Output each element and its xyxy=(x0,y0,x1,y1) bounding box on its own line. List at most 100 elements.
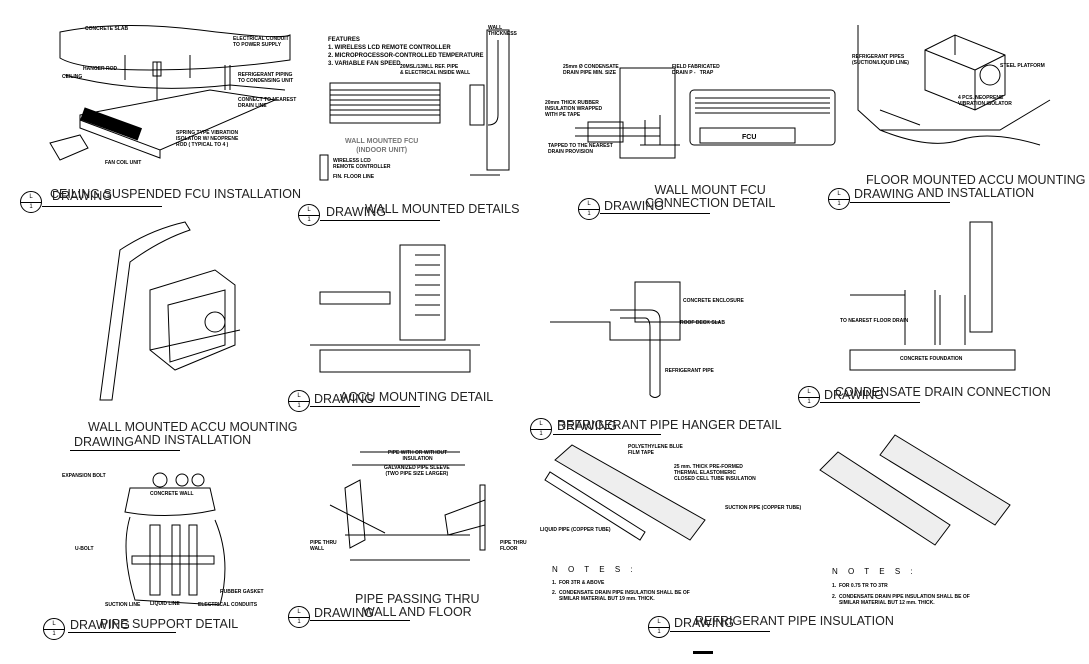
drawing-prefix: DRAWING xyxy=(74,435,134,449)
symbol-top: L xyxy=(837,191,841,197)
annotation: 25 mm. THICK PRE-FORMED THERMAL ELASTOME… xyxy=(674,464,756,482)
symbol-top: L xyxy=(52,621,56,627)
annotation: FAN COIL UNIT xyxy=(105,160,142,166)
annotation: FCU xyxy=(742,134,757,141)
annotation: HANGER ROD xyxy=(83,66,118,72)
drawing-prefix: DRAWING xyxy=(52,189,112,203)
symbol-bottom: 1 xyxy=(837,201,841,207)
annotation: RUBBER GASKET xyxy=(220,589,264,595)
detail-title: WALL MOUNT FCU CONNECTION DETAIL xyxy=(645,183,776,210)
annotation: 20MSL/13MLL REF. PIPE & ELECTRICAL INSID… xyxy=(400,64,471,76)
annotation: LIQUID PIPE (COPPER TUBE) xyxy=(540,527,611,533)
annotation: CONNECT TO NEAREST DRAIN LINE xyxy=(238,97,297,109)
annotation: REFRIGERANT PIPES (SUCTION/LIQUID LINE) xyxy=(852,54,909,66)
annotation: SUCTION LINE xyxy=(105,602,141,608)
symbol-top: L xyxy=(587,201,591,207)
annotation: CEILING xyxy=(62,74,83,80)
symbol-bottom: 1 xyxy=(307,217,311,223)
annotation: WIRELESS LCD REMOTE CONTROLLER xyxy=(333,158,391,170)
notes-heading: N O T E S : xyxy=(552,565,637,574)
symbol-bottom: 1 xyxy=(657,629,661,635)
pipe-thru-drawing xyxy=(329,451,486,561)
wall-mounted-fcu-drawing xyxy=(319,29,510,181)
note-item: 1. FOR 0.75 TR TO 3TR xyxy=(832,583,888,589)
symbol-bottom: 1 xyxy=(297,403,301,409)
annotation: TO NEAREST FLOOR DRAIN xyxy=(840,318,909,324)
condensate-drain-drawing xyxy=(849,221,1016,371)
detail-title: ACCU MOUNTING DETAIL xyxy=(340,390,494,404)
drawing-prefix: DRAWING xyxy=(604,199,664,213)
annotation: CONCRETE ENCLOSURE xyxy=(683,298,744,304)
symbol-top: L xyxy=(539,421,543,427)
detail-title: PIPE PASSING THRU WALL AND FLOOR xyxy=(355,592,480,619)
symbol-bottom: 1 xyxy=(807,399,811,405)
note-item: 2. CONDENSATE DRAIN PIPE INSULATION SHAL… xyxy=(552,590,690,602)
pipe-support-drawing xyxy=(124,472,226,606)
symbol-top: L xyxy=(297,609,301,615)
drawing-prefix: DRAWING xyxy=(854,187,914,201)
note-item: 2. CONDENSATE DRAIN PIPE INSULATION SHAL… xyxy=(832,594,970,606)
drawing-prefix: DRAWING xyxy=(314,606,374,620)
annotation: CONCRETE SLAB xyxy=(85,26,129,32)
annotation: GALVANIZED PIPE SLEEVE (TWO PIPE SIZE LA… xyxy=(384,465,450,477)
annotation: WALL THICKNESS xyxy=(488,25,517,37)
annotation: SUCTION PIPE (COPPER TUBE) xyxy=(725,505,802,511)
drawing-prefix: DRAWING xyxy=(70,618,130,632)
annotation: POLYETHYLENE BLUE FILM TAPE xyxy=(628,444,683,456)
symbol-bottom: 1 xyxy=(587,211,591,217)
symbol-bottom: 1 xyxy=(52,631,56,637)
detail-title: CEILING SUSPENDED FCU INSTALLATION xyxy=(50,187,301,201)
detail-title: REFRIGERANT PIPE INSULATION xyxy=(695,614,894,628)
pipe-insulation-drawing xyxy=(544,434,1011,546)
symbol-top: L xyxy=(807,389,811,395)
symbol-top: L xyxy=(297,393,301,399)
annotation: TAPPED TO THE NEAREST DRAIN PROVISION xyxy=(548,143,613,155)
pipe-hanger-drawing xyxy=(550,281,720,398)
annotation: SPRING TYPE VIBRATION ISOLATOR W/ NEOPRE… xyxy=(176,130,239,148)
drawing-prefix: DRAWING xyxy=(674,616,734,630)
drawing-prefix: DRAWING xyxy=(824,388,884,402)
annotation: FIN. FLOOR LINE xyxy=(333,174,375,180)
fcu-connection-drawing xyxy=(575,67,836,159)
symbol-bottom: 1 xyxy=(297,619,301,625)
detail-title: WALL MOUNTED ACCU MOUNTING AND INSTALLAT… xyxy=(88,420,298,447)
ceiling-fcu-drawing xyxy=(49,24,291,161)
drawing-prefix: DRAWING xyxy=(557,419,617,433)
detail-title: CONDENSATE DRAIN CONNECTION xyxy=(835,385,1051,399)
annotation: 4 PCS. NEOPRENE VIBRATION ISOLATOR xyxy=(958,95,1012,107)
note-item: 1. FOR 3TR & ABOVE xyxy=(552,580,605,586)
notes-heading: N O T E S : xyxy=(832,567,917,576)
annotation: 25mm Ø CONDENSATE DRAIN PIPE MIN. SIZE xyxy=(563,64,619,76)
annotation: FIELD FABRICATED DRAIN P - TRAP xyxy=(672,64,720,76)
annotation: EXPANSION BOLT xyxy=(62,473,106,479)
annotation: U-BOLT xyxy=(75,546,94,552)
detail-title: FLOOR MOUNTED ACCU MOUNTING AND INSTALLA… xyxy=(866,173,1086,200)
annotation: ELECTRICAL CONDUIT TO POWER SUPPLY xyxy=(233,36,289,48)
annotation: 20mm THICK RUBBER INSULATION WRAPPED WIT… xyxy=(545,100,603,118)
annotation: ELECTRICAL CONDUITS xyxy=(198,602,258,608)
wall-accu-drawing xyxy=(99,221,241,401)
annotation: ROOF DECK SLAB xyxy=(680,320,725,326)
annotation: LIQUID LINE xyxy=(150,601,180,607)
annotation: CONCRETE WALL xyxy=(150,491,194,497)
symbol-top: L xyxy=(307,207,311,213)
symbol-top: L xyxy=(29,194,33,200)
annotation: STEEL PLATFORM xyxy=(1000,63,1045,69)
features-list: FEATURES 1. WIRELESS LCD REMOTE CONTROLL… xyxy=(328,37,484,67)
symbol-bottom: 1 xyxy=(539,431,543,437)
annotation: PIPE THRU WALL xyxy=(310,540,337,552)
annotation: WALL MOUNTED FCU (INDOOR UNIT) xyxy=(345,138,419,154)
annotation: REFRIGERANT PIPING TO CONDENSING UNIT xyxy=(238,72,294,84)
floor-accu-drawing xyxy=(857,25,1051,146)
